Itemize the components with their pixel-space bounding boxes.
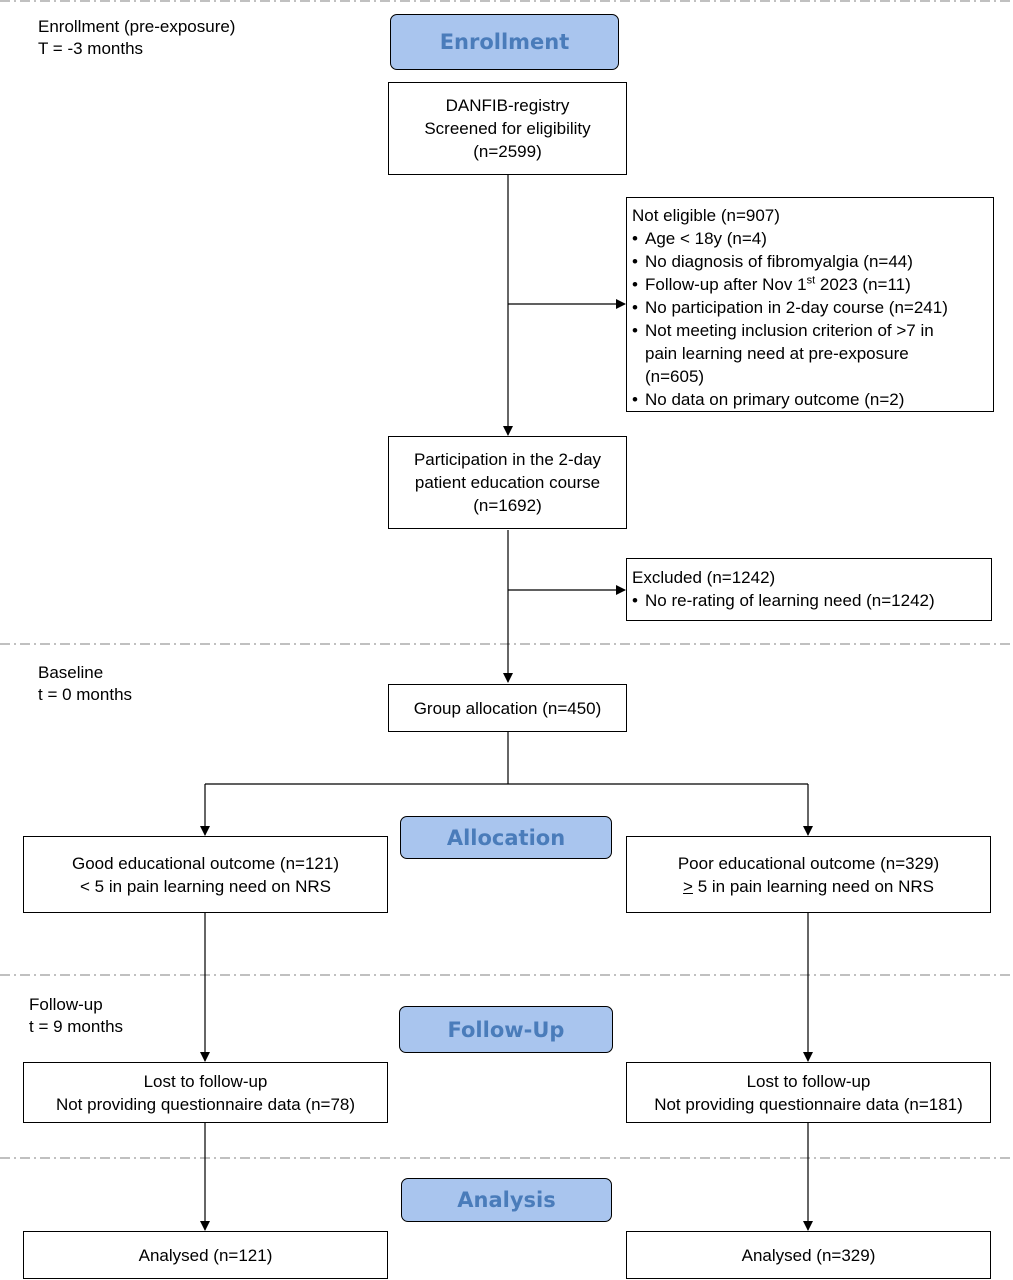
not-eligible-item-age: Age < 18y (n=4) [632, 227, 993, 250]
phase-label-baseline: Baseline t = 0 months [38, 662, 132, 706]
analysed-left-box: Analysed (n=121) [23, 1231, 388, 1279]
lost-right-line1: Lost to follow-up [746, 1071, 871, 1091]
good-outcome-line1: Good educational outcome (n=121) [72, 853, 339, 873]
stage-banner-followup: Follow-Up [399, 1006, 613, 1053]
not-eligible-title: Not eligible (n=907) [632, 206, 780, 225]
registry-line3: (n=2599) [473, 142, 542, 161]
participation-box: Participation in the 2-day patient educa… [388, 436, 627, 529]
phase-baseline-line2: t = 0 months [38, 685, 133, 704]
not-eligible-item-followup: Follow-up after Nov 1st 2023 (n=11) [632, 273, 993, 296]
analysed-right-box: Analysed (n=329) [626, 1231, 991, 1279]
poor-outcome-box: Poor educational outcome (n=329) > 5 in … [626, 836, 991, 913]
excluded-box: Excluded (n=1242) No re-rating of learni… [626, 558, 992, 621]
registry-box: DANFIB-registry Screened for eligibility… [388, 82, 627, 175]
not-eligible-item-inclusion: Not meeting inclusion criterion of >7 in… [632, 319, 955, 388]
lost-left-line2: Not providing questionnaire data (n=78) [55, 1094, 356, 1114]
not-eligible-item-participation: No participation in 2-day course (n=241) [632, 296, 993, 319]
phase-followup-line1: Follow-up [29, 995, 103, 1014]
good-outcome-line2: < 5 in pain learning need on NRS [80, 876, 331, 896]
not-eligible-list: Age < 18y (n=4) No diagnosis of fibromya… [632, 227, 993, 411]
analysed-right-text: Analysed (n=329) [741, 1245, 876, 1265]
stage-banner-allocation: Allocation [400, 816, 612, 859]
not-eligible-item-primary-outcome: No data on primary outcome (n=2) [632, 388, 993, 411]
phase-baseline-line1: Baseline [38, 663, 104, 682]
not-eligible-item-diagnosis: No diagnosis of fibromyalgia (n=44) [632, 250, 993, 273]
registry-line1: DANFIB-registry [445, 96, 570, 115]
lost-right-line2: Not providing questionnaire data (n=181) [654, 1094, 963, 1114]
registry-line2: Screened for eligibility [424, 119, 591, 138]
stage-banner-analysis: Analysis [401, 1178, 612, 1222]
excluded-title: Excluded (n=1242) [632, 568, 776, 587]
lost-followup-right-box: Lost to follow-up Not providing question… [626, 1062, 991, 1123]
phase-enrollment-line1: Enrollment (pre-exposure) [38, 17, 236, 36]
participation-line1: Participation in the 2-day [413, 450, 602, 469]
analysed-left-text: Analysed (n=121) [138, 1245, 273, 1265]
stage-banner-enrollment: Enrollment [390, 14, 619, 70]
poor-outcome-line2-rest: 5 in pain learning need on NRS [692, 876, 934, 896]
poor-outcome-line2: > 5 in pain learning need on NRS [683, 875, 934, 898]
not-eligible-followup-rest: 2023 (n=11) [815, 275, 911, 294]
group-allocation-text: Group allocation (n=450) [413, 698, 602, 718]
not-eligible-followup-text: Follow-up after Nov 1 [645, 275, 807, 294]
phase-label-followup: Follow-up t = 9 months [29, 994, 123, 1038]
excluded-list: No re-rating of learning need (n=1242) [632, 589, 991, 612]
poor-outcome-line1: Poor educational outcome (n=329) [677, 853, 940, 873]
lost-followup-left-box: Lost to follow-up Not providing question… [23, 1062, 388, 1123]
participation-line3: (n=1692) [473, 496, 542, 515]
good-outcome-box: Good educational outcome (n=121) < 5 in … [23, 836, 388, 913]
poor-outcome-symbol: > [683, 876, 693, 896]
not-eligible-followup-sup: st [806, 274, 816, 287]
phase-separators [0, 0, 1013, 1159]
group-allocation-box: Group allocation (n=450) [388, 684, 627, 732]
excluded-item-rerating: No re-rating of learning need (n=1242) [632, 589, 991, 612]
participation-line2: patient education course [414, 473, 601, 492]
lost-left-line1: Lost to follow-up [143, 1071, 268, 1091]
phase-followup-line2: t = 9 months [29, 1017, 124, 1036]
phase-enrollment-line2: T = -3 months [38, 39, 144, 58]
phase-label-enrollment: Enrollment (pre-exposure) T = -3 months [38, 16, 235, 60]
not-eligible-box: Not eligible (n=907) Age < 18y (n=4) No … [626, 197, 994, 412]
